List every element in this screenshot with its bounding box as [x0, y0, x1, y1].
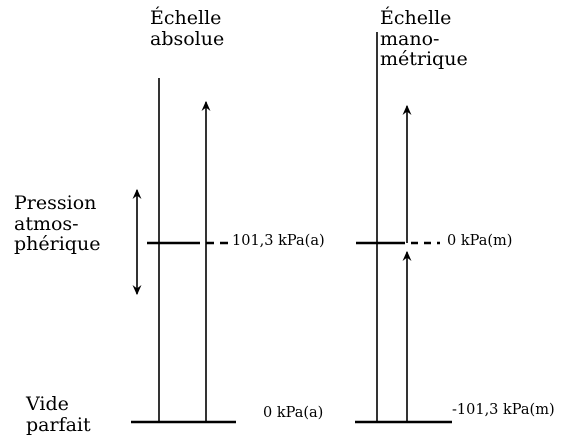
atmospheric-label-line1: Pression — [14, 192, 97, 214]
gauge-scale-title-line3: métrique — [380, 48, 468, 71]
vacuum-gauge-value: -101,3 kPa(m) — [452, 402, 555, 418]
absolute-scale-title-line1: Échelle — [150, 7, 222, 29]
vacuum-label-line2: parfait — [26, 413, 91, 436]
gauge-scale-title-line2: mano- — [380, 27, 440, 50]
absolute-scale-title: Échelle absolue — [150, 8, 224, 49]
atmospheric-gauge-value: 0 kPa(m) — [447, 233, 513, 249]
vacuum-absolute-value: 0 kPa(a) — [263, 405, 324, 421]
absolute-scale-title-line2: absolue — [150, 27, 225, 50]
gauge-scale-title: Échelle mano- métrique — [380, 8, 468, 70]
perfect-vacuum-label: Vide parfait — [26, 394, 91, 435]
atmospheric-absolute-value: 101,3 kPa(a) — [232, 233, 325, 249]
vacuum-label-line1: Vide — [26, 393, 69, 415]
atmospheric-label-line3: phérique — [14, 233, 101, 256]
atmospheric-pressure-label: Pression atmos- phérique — [14, 193, 100, 255]
gauge-scale-title-line1: Échelle — [380, 7, 452, 29]
atmospheric-label-line2: atmos- — [14, 212, 79, 235]
